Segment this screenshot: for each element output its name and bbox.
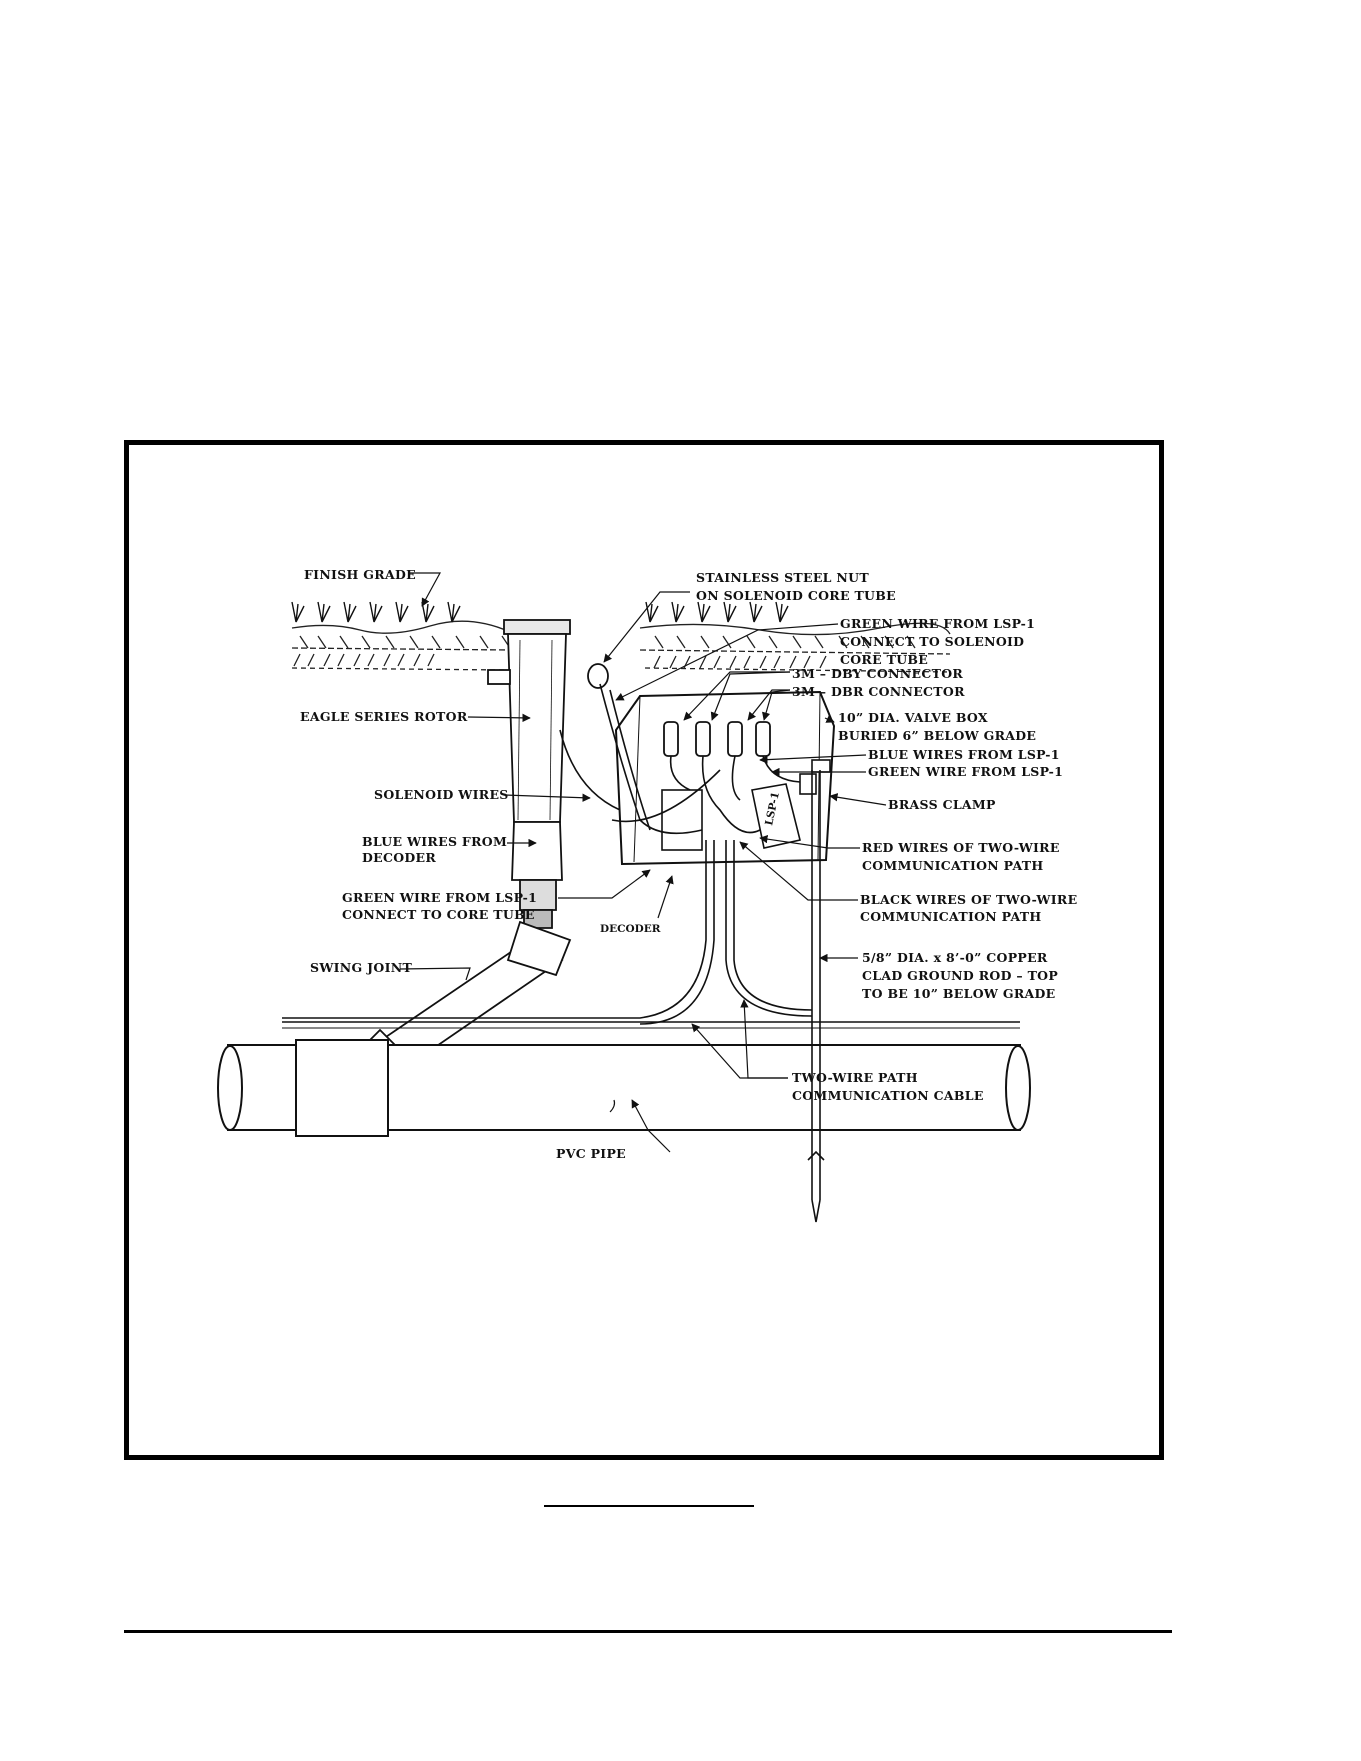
grass-tufts [291, 601, 789, 623]
decoder-module [661, 789, 703, 851]
label-ground-rod-line2: CLAD GROUND ROD – TOP [862, 968, 1058, 983]
lsp-surge-protector [751, 783, 801, 849]
diagram-frame [124, 440, 1164, 1460]
label-blue-wires-lsp: BLUE WIRES FROM LSP-1 [868, 747, 1060, 762]
label-green-core-line2: CONNECT TO CORE TUBE [342, 907, 535, 922]
label-two-wire-line1: TWO-WIRE PATH [792, 1070, 918, 1085]
leader-lines [399, 572, 887, 1153]
label-decoder: DECODER [600, 923, 661, 935]
label-two-wire-line2: COMMUNICATION CABLE [792, 1088, 984, 1103]
label-dbr-connector: 3M – DBR CONNECTOR [792, 684, 965, 699]
label-solenoid-wires: SOLENOID WIRES [374, 787, 509, 802]
label-valve-box-line2: BURIED 6” BELOW GRADE [838, 728, 1036, 743]
label-brass-clamp: BRASS CLAMP [888, 797, 996, 812]
label-red-wires-line2: COMMUNICATION PATH [862, 858, 1043, 873]
copper-ground-rod [807, 770, 825, 1223]
footer-rule [124, 1630, 1172, 1633]
callout-labels: FINISH GRADE STAINLESS STEEL NUT ON SOLE… [300, 567, 1077, 1161]
label-stainless-nut-line2: ON SOLENOID CORE TUBE [696, 588, 896, 603]
finish-grade-soil [291, 620, 951, 673]
label-green-wire-lsp: GREEN WIRE FROM LSP-1 [868, 764, 1063, 779]
label-blue-wires-decoder-line1: BLUE WIRES FROM [362, 834, 507, 849]
label-dby-connector: 3M – DBY CONNECTOR [792, 666, 963, 681]
caption-underline [544, 1505, 754, 1507]
label-ground-rod-line1: 5/8” DIA. x 8’-0” COPPER [862, 950, 1048, 965]
label-blue-wires-decoder-line2: DECODER [362, 850, 436, 865]
wire-connectors [663, 721, 771, 757]
label-black-wires-line2: COMMUNICATION PATH [860, 909, 1041, 924]
label-black-wires-line1: BLACK WIRES OF TWO-WIRE [860, 892, 1077, 907]
label-green-core-line1: GREEN WIRE FROM LSP-1 [342, 890, 537, 905]
label-green-wire-solenoid-line3: CORE TUBE [840, 652, 928, 667]
label-green-wire-solenoid-line1: GREEN WIRE FROM LSP-1 [840, 616, 1035, 631]
label-finish-grade: FINISH GRADE [304, 567, 416, 582]
label-ground-rod-line3: TO BE 10” BELOW GRADE [862, 986, 1056, 1001]
label-pvc-pipe: PVC PIPE [556, 1146, 626, 1161]
label-stainless-nut-line1: STAINLESS STEEL NUT [696, 570, 869, 585]
label-valve-box-line1: 10” DIA. VALVE BOX [838, 710, 988, 725]
pvc-pipe [217, 1021, 1031, 1137]
label-eagle-rotor: EAGLE SERIES ROTOR [300, 709, 468, 724]
label-swing-joint: SWING JOINT [310, 960, 412, 975]
label-green-wire-solenoid-line2: CONNECT TO SOLENOID [840, 634, 1024, 649]
eagle-rotor-body [487, 619, 609, 929]
label-red-wires-line1: RED WIRES OF TWO-WIRE [862, 840, 1060, 855]
